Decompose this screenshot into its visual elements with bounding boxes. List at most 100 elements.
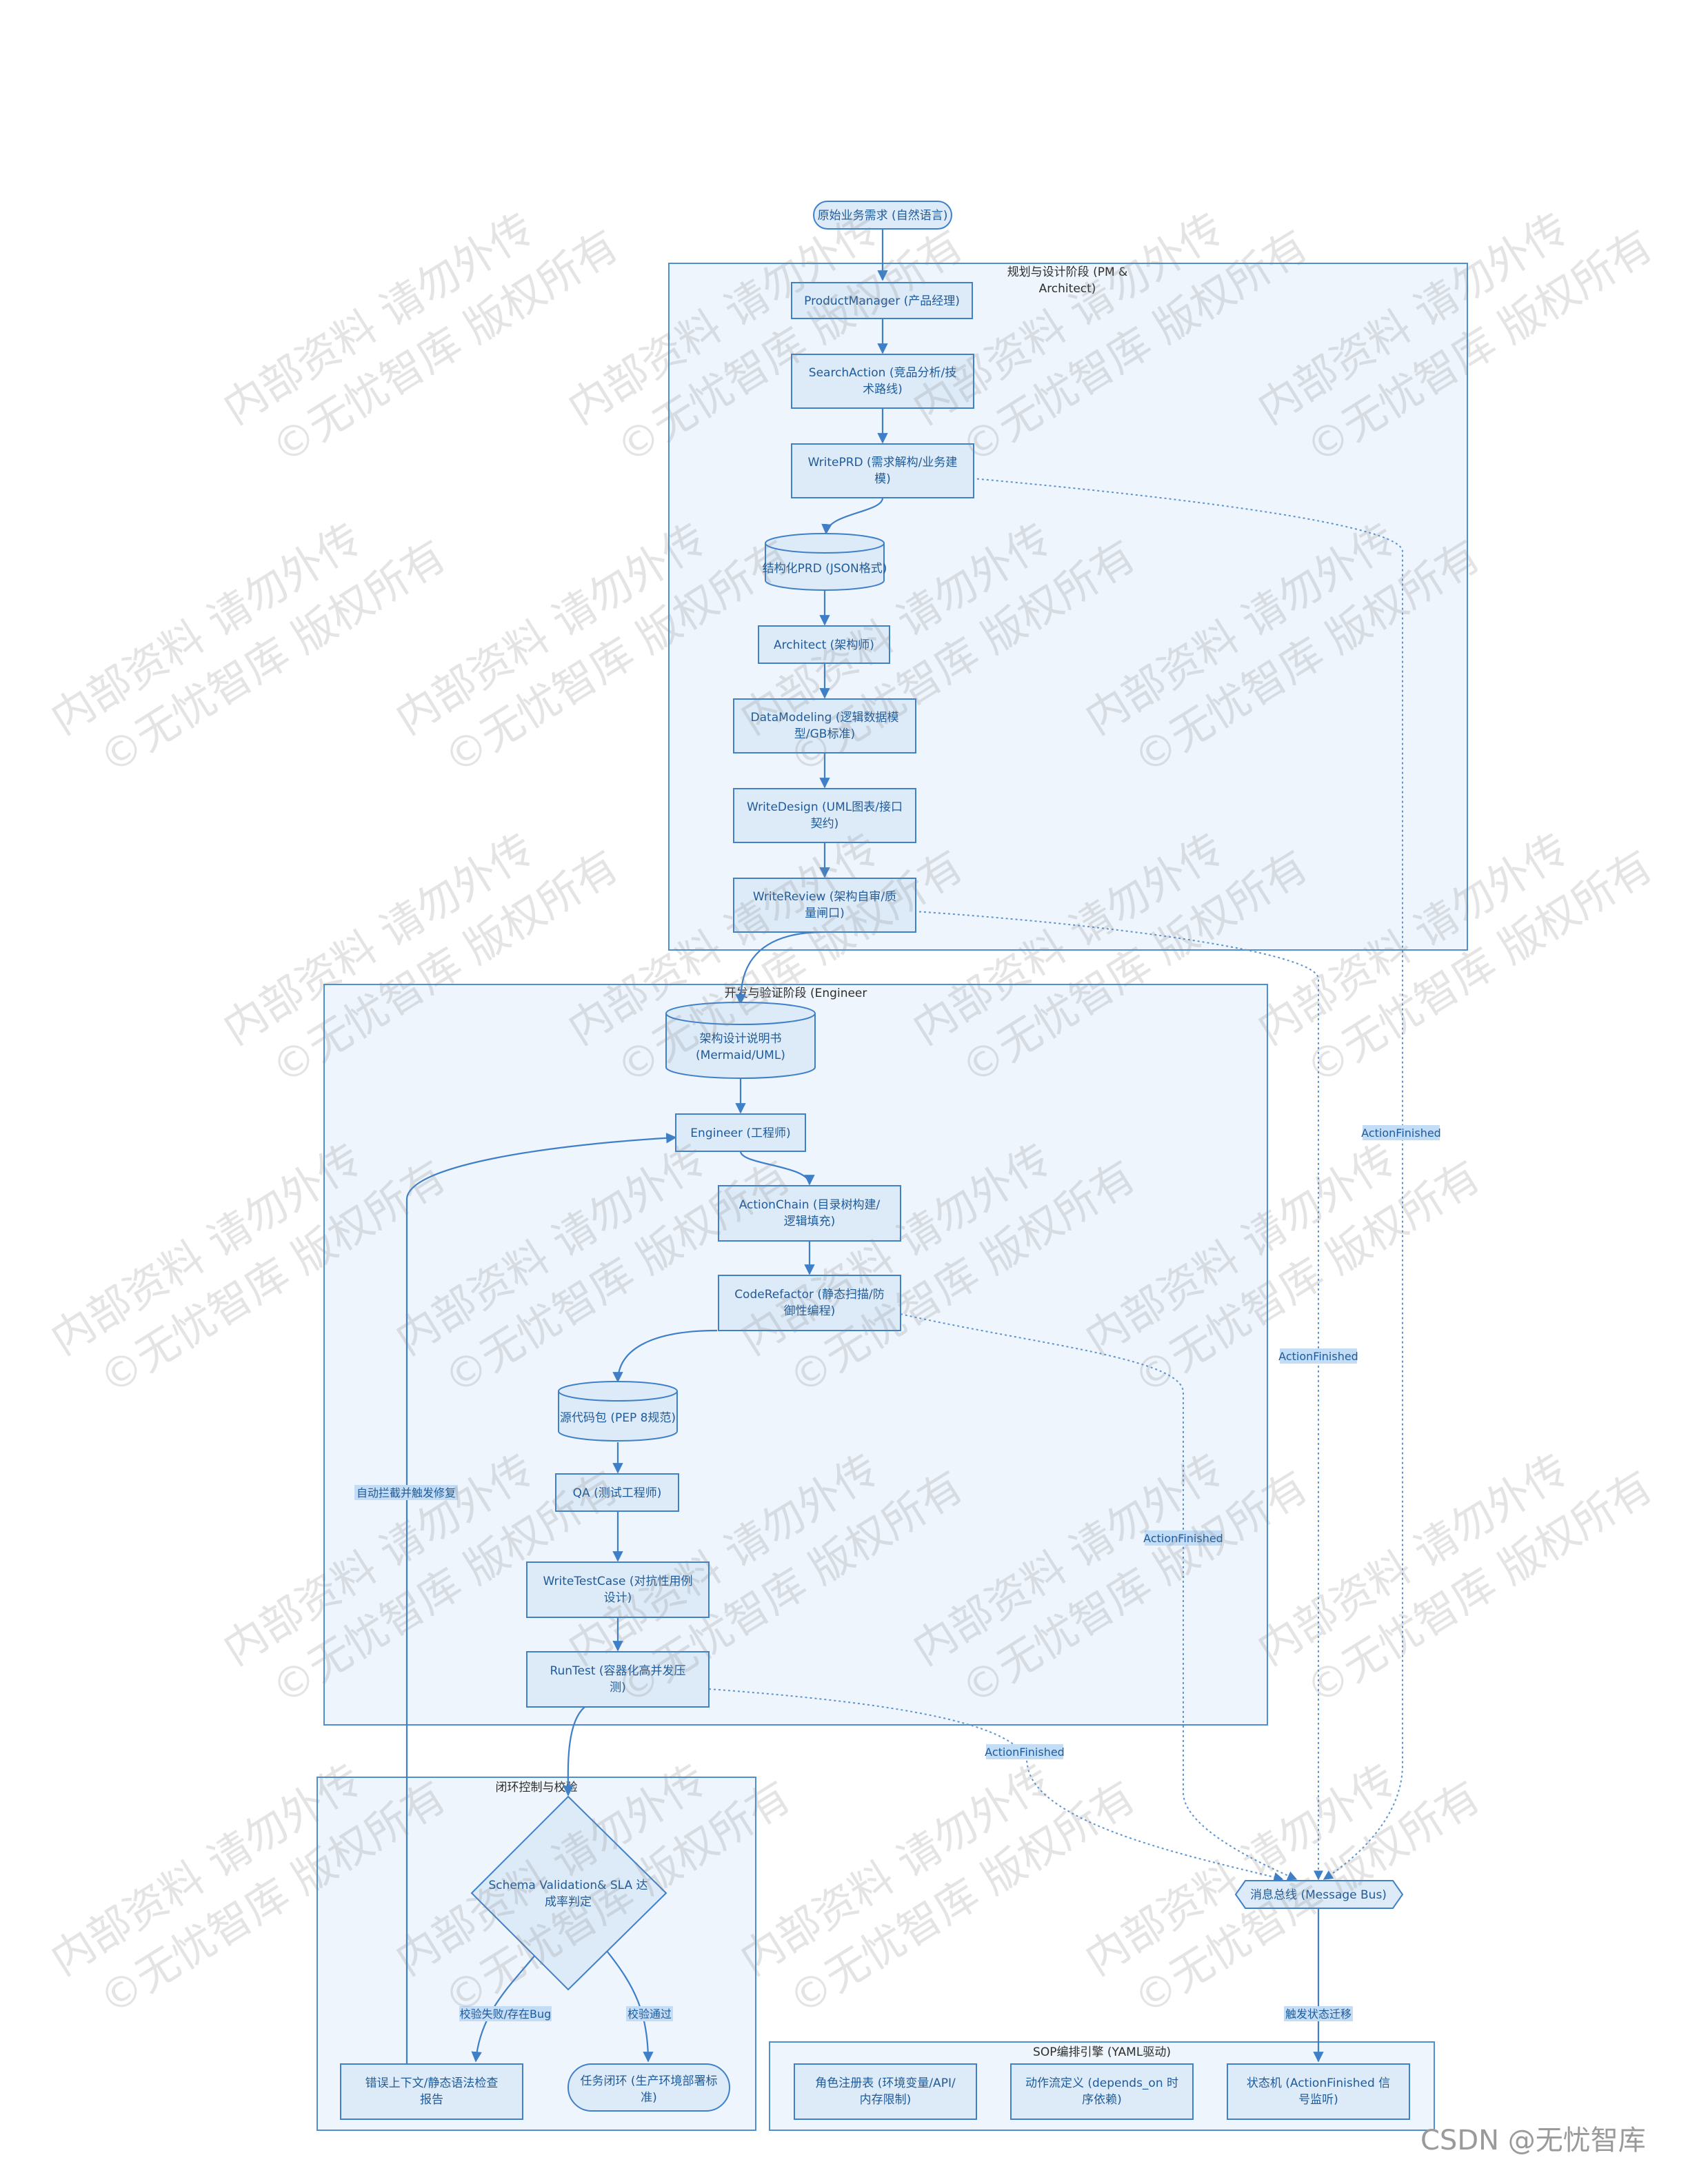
- node-error-context: 错误上下文/静态语法检查 报告: [340, 2063, 523, 2120]
- node-role-registry-line1: 角色注册表 (环境变量/API/: [815, 2076, 956, 2090]
- watermark-tile-4: 内部资料 请勿外传©无忧智库 版权所有: [42, 513, 455, 784]
- node-code-refactor-line1: CodeRefactor (静态扫描/防: [734, 1288, 885, 1302]
- edge-runtest-bus: [708, 1688, 1284, 1882]
- cluster-planning-title-line1: 规划与设计阶段 (PM &: [1007, 265, 1128, 279]
- edge-label-trigger-text: 触发状态迁移: [1285, 2008, 1352, 2021]
- node-code-refactor-line2: 御性编程): [784, 1304, 836, 1318]
- node-source-package-label: 源代码包 (PEP 8规范): [560, 1411, 676, 1425]
- edge-writereview-bus: [914, 911, 1323, 1881]
- edge-writeprd-prd: [821, 497, 884, 535]
- edge-label-actionfinished-1: ActionFinished: [1361, 1125, 1441, 1140]
- node-task-done-line2: 准): [641, 2091, 657, 2105]
- node-flow-definition: 动作流定义 (depends_on 时 序依赖): [1010, 2063, 1194, 2120]
- cluster-planning-title-line2: Architect): [1039, 282, 1096, 296]
- node-action-chain-line2: 逻辑填充): [784, 1215, 836, 1228]
- edge-label-actionfinished-4: ActionFinished: [985, 1744, 1065, 1759]
- edge-schema-done: [606, 1950, 654, 2063]
- node-task-done: 任务闭环 (生产环境部署标 准): [567, 2063, 730, 2112]
- cluster-dev: 开发与验证阶段 (Engineer: [323, 984, 1268, 1726]
- node-source-package: 源代码包 (PEP 8规范): [558, 1381, 678, 1442]
- node-write-design-line2: 契约): [811, 817, 839, 831]
- edge-writeprd-bus: [972, 478, 1403, 1880]
- node-qa: QA (测试工程师): [555, 1473, 679, 1512]
- watermark-tile-19: 内部资料 请勿外传©无忧智库 版权所有: [1249, 1444, 1662, 1715]
- watermark-tile-0: 内部资料 请勿外传©无忧智库 版权所有: [214, 203, 627, 474]
- edge-label-trigger: 触发状态迁移: [1284, 2006, 1353, 2021]
- solid-edges: [405, 229, 1324, 2064]
- edge-label-pass: 校验通过: [626, 2006, 673, 2021]
- node-task-done-line1: 任务闭环 (生产环境部署标: [580, 2074, 717, 2088]
- node-action-chain: ActionChain (目录树构建/ 逻辑填充): [718, 1185, 901, 1242]
- node-product-manager-label: ProductManager (产品经理): [804, 294, 960, 308]
- node-write-prd-line2: 模): [874, 472, 891, 486]
- node-error-context-line2: 报告: [420, 2093, 443, 2107]
- dotted-edges: [708, 478, 1403, 1882]
- edge-schema-errctx: [471, 1954, 536, 2063]
- node-data-modeling: DataModeling (逻辑数据模 型/GB标准): [733, 698, 916, 754]
- edge-label-actionfinished-2: ActionFinished: [1278, 1348, 1358, 1364]
- node-architecture-doc-line1: 架构设计说明书: [700, 1032, 782, 1046]
- node-search-action-line1: SearchAction (竞品分析/技: [809, 366, 956, 380]
- node-run-test: RunTest (容器化高并发压 测): [526, 1651, 710, 1708]
- node-structured-prd: 结构化PRD (JSON格式): [763, 533, 887, 591]
- node-code-refactor: CodeRefactor (静态扫描/防 御性编程): [718, 1275, 901, 1331]
- node-run-test-line2: 测): [610, 1681, 626, 1695]
- node-architecture-doc-line2: (Mermaid/UML): [696, 1049, 785, 1062]
- node-write-test-case-line2: 设计): [604, 1591, 632, 1605]
- edge-label-actionfinished-3: ActionFinished: [1143, 1530, 1223, 1546]
- node-search-action-line2: 术路线): [863, 383, 903, 396]
- node-original-requirement-label: 原始业务需求 (自然语言): [818, 209, 948, 223]
- edge-errctx-engineer: [405, 1133, 677, 2064]
- edge-engineer-actionchain: [739, 1151, 815, 1186]
- node-message-bus-label: 消息总线 (Message Bus): [1250, 1888, 1387, 1902]
- node-qa-label: QA (测试工程师): [573, 1486, 662, 1500]
- edge-label-actionfinished-2-text: ActionFinished: [1278, 1350, 1358, 1363]
- node-architect: Architect (架构师): [758, 625, 890, 664]
- node-message-bus: 消息总线 (Message Bus): [1234, 1880, 1404, 1909]
- cluster-loop-title: 闭环控制与校验: [496, 1781, 578, 1794]
- node-data-modeling-line2: 型/GB标准): [794, 727, 855, 741]
- node-schema-validation-line2: 成率判定: [545, 1895, 592, 1909]
- edge-label-autofix-text: 自动拦截并触发修复: [356, 1486, 456, 1499]
- node-state-machine-line1: 状态机 (ActionFinished 信: [1247, 2076, 1390, 2090]
- node-role-registry: 角色注册表 (环境变量/API/ 内存限制): [794, 2063, 977, 2120]
- node-write-prd-line1: WritePRD (需求解构/业务建: [808, 456, 958, 469]
- edge-writereview-archdoc: [735, 931, 825, 1005]
- node-role-registry-line2: 内存限制): [860, 2093, 912, 2107]
- edge-runtest-schema: [563, 1706, 585, 1797]
- cluster-dev-title: 开发与验证阶段 (Engineer: [725, 987, 867, 1000]
- node-write-prd: WritePRD (需求解构/业务建 模): [791, 443, 974, 498]
- node-flow-definition-line1: 动作流定义 (depends_on 时: [1025, 2076, 1178, 2090]
- node-structured-prd-label: 结构化PRD (JSON格式): [763, 562, 887, 576]
- edge-coderefactor-srcpkg: [612, 1329, 718, 1383]
- node-write-design-line1: WriteDesign (UML图表/接口: [747, 800, 903, 814]
- node-state-machine: 状态机 (ActionFinished 信 号监听): [1227, 2063, 1410, 2120]
- edge-label-pass-text: 校验通过: [627, 2008, 672, 2021]
- node-architecture-doc: 架构设计说明书 (Mermaid/UML): [665, 1002, 816, 1079]
- node-write-test-case-line1: WriteTestCase (对抗性用例: [543, 1575, 693, 1588]
- node-state-machine-line2: 号监听): [1298, 2093, 1338, 2107]
- node-run-test-line1: RunTest (容器化高并发压: [550, 1664, 685, 1678]
- watermark-tile-23: 内部资料 请勿外传©无忧智库 版权所有: [1076, 1754, 1489, 2025]
- node-write-review-line1: WriteReview (架构自审/质: [753, 890, 896, 904]
- node-schema-validation: Schema Validation& SLA 达 成率判定: [470, 1795, 667, 1991]
- edge-label-fail-text: 校验失败/存在Bug: [460, 2008, 552, 2021]
- cluster-sop-title: SOP编排引擎 (YAML驱动): [1033, 2045, 1171, 2059]
- node-action-chain-line1: ActionChain (目录树构建/: [739, 1198, 881, 1212]
- watermark-tile-22: 内部资料 请勿外传©无忧智库 版权所有: [732, 1754, 1145, 2025]
- node-schema-validation-line1: Schema Validation& SLA 达: [488, 1879, 647, 1892]
- node-error-context-line1: 错误上下文/静态语法检查: [365, 2076, 499, 2090]
- csdn-credit: CSDN @无忧智库: [1420, 2125, 1646, 2156]
- node-architect-label: Architect (架构师): [774, 638, 874, 652]
- node-write-test-case: WriteTestCase (对抗性用例 设计): [526, 1561, 710, 1618]
- edge-label-autofix: 自动拦截并触发修复: [354, 1485, 458, 1500]
- node-product-manager: ProductManager (产品经理): [791, 282, 973, 319]
- node-engineer: Engineer (工程师): [675, 1113, 806, 1152]
- edge-label-actionfinished-4-text: ActionFinished: [985, 1746, 1065, 1759]
- edge-label-fail: 校验失败/存在Bug: [459, 2006, 552, 2021]
- node-write-review-line2: 量闸口): [805, 907, 845, 920]
- node-write-review: WriteReview (架构自审/质 量闸口): [733, 878, 916, 933]
- node-write-design: WriteDesign (UML图表/接口 契约): [733, 788, 916, 843]
- edge-label-actionfinished-3-text: ActionFinished: [1143, 1532, 1223, 1545]
